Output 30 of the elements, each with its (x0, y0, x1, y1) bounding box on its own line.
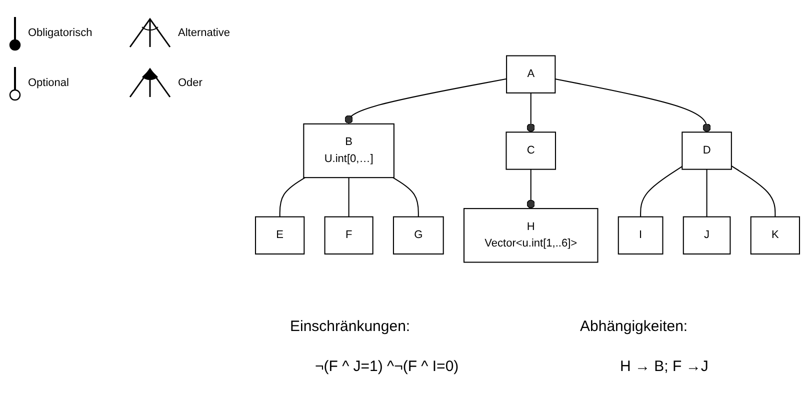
connector (526, 92, 536, 132)
node-box (506, 132, 556, 170)
node-box (255, 216, 305, 254)
connector (731, 166, 776, 217)
feature-diagram: A B U.int[0,…] C D E F G H Vector<u.int[1,..6]> I J K (250, 4, 805, 314)
connector (555, 78, 711, 132)
connector (640, 166, 682, 217)
connector (348, 178, 350, 217)
connector (392, 177, 419, 217)
formula-text: ¬(F ^ J=1) ^¬(F ^ I=0) (315, 358, 459, 375)
node-box (618, 216, 664, 254)
formula-text: H → B; F →J (620, 358, 708, 375)
connector (706, 169, 708, 217)
connector (526, 169, 536, 209)
node-box (682, 132, 732, 170)
connector (279, 177, 306, 217)
section-heading: Einschränkungen: (290, 318, 410, 335)
node-box (392, 216, 444, 254)
node-box (682, 216, 731, 254)
legend-label: Optional (28, 77, 69, 89)
legend-label: Oder (178, 77, 202, 89)
node-box (750, 216, 800, 254)
node-box (506, 55, 556, 94)
legend-label: Obligatorisch (28, 27, 92, 39)
legend-label: Alternative (178, 27, 230, 39)
section-heading: Abhängigkeiten: (580, 318, 688, 335)
node-box (303, 123, 394, 178)
node-box (463, 208, 598, 263)
node-box (324, 216, 374, 254)
connector (344, 78, 507, 124)
